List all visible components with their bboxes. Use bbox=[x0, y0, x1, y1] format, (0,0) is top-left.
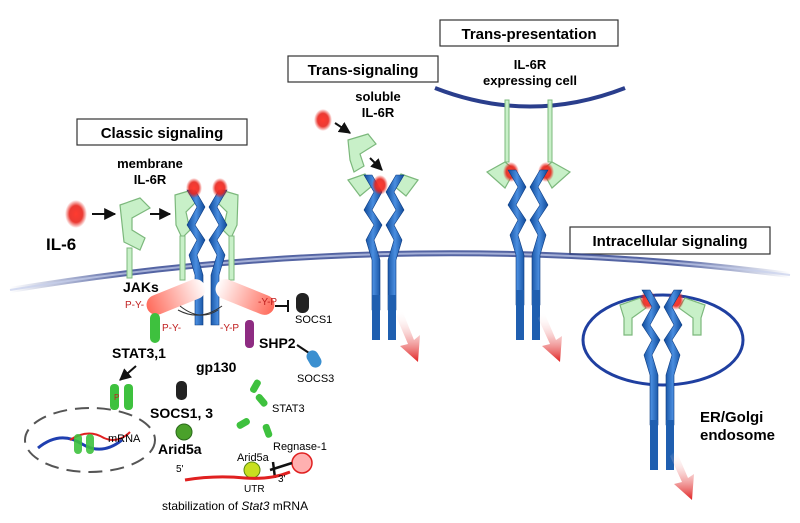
socs13-label: SOCS1, 3 bbox=[150, 405, 213, 421]
membrane-label-1: membrane bbox=[117, 156, 183, 171]
heading-intracellular: Intracellular signaling bbox=[592, 233, 747, 250]
socs13-protein bbox=[176, 381, 187, 400]
il6-label: IL-6 bbox=[46, 235, 76, 254]
yp-label-shp: -Y-P bbox=[220, 323, 239, 334]
trans-signaling-complex bbox=[347, 173, 419, 340]
socs1-protein bbox=[296, 293, 309, 313]
shp2-protein bbox=[245, 320, 254, 348]
stabilization-caption: stabilization of Stat3 mRNA bbox=[162, 499, 308, 513]
socs1-label: SOCS1 bbox=[295, 314, 332, 326]
trans-presentation-arrow bbox=[538, 312, 562, 362]
nucleus bbox=[24, 407, 156, 473]
endosome-label: endosome bbox=[700, 427, 775, 444]
soluble-label-2: IL-6R bbox=[362, 105, 395, 120]
arid5a-small-label: Arid5a bbox=[237, 452, 270, 464]
stat3-monomers bbox=[236, 379, 273, 438]
yp-label-right: -Y-P bbox=[258, 297, 277, 308]
arrow-to-stat-dimer bbox=[119, 365, 137, 381]
heading-trans-presentation-box: Trans-presentation bbox=[439, 19, 619, 47]
soluble-il6r bbox=[347, 133, 377, 173]
expressing-label-1: IL-6R bbox=[514, 57, 547, 72]
trans-signal-arrow bbox=[396, 310, 420, 362]
stat-ph-1: P bbox=[114, 393, 119, 402]
arid5a-utr bbox=[243, 461, 261, 479]
classic-complex bbox=[174, 178, 239, 326]
soluble-label-1: soluble bbox=[355, 89, 401, 104]
stat-dimer-phospho: P bbox=[110, 384, 133, 410]
py-label-stat: P-Y- bbox=[162, 323, 181, 334]
regnase-protein bbox=[291, 452, 313, 474]
regnase-label: Regnase-1 bbox=[273, 441, 327, 453]
shp2-label: SHP2 bbox=[259, 335, 296, 351]
membrane-il6r bbox=[119, 197, 151, 279]
jak-kinases bbox=[146, 279, 275, 315]
mrna-label: mRNA bbox=[108, 433, 141, 445]
jaks-label: JAKs bbox=[123, 279, 159, 295]
presenting-cell-membrane bbox=[434, 86, 626, 109]
gp130-label: gp130 bbox=[196, 359, 237, 375]
utr-label: UTR bbox=[244, 484, 265, 495]
expressing-label-2: expressing cell bbox=[483, 73, 577, 88]
il6-trans bbox=[314, 109, 332, 131]
heading-classic: Classic signaling bbox=[101, 125, 224, 142]
arid5a-protein bbox=[175, 423, 193, 441]
heading-trans-signaling: Trans-signaling bbox=[308, 62, 419, 79]
socs3-label: SOCS3 bbox=[297, 373, 334, 385]
er-golgi-label: ER/Golgi bbox=[700, 409, 763, 426]
jak-phospho-arrows bbox=[177, 305, 223, 316]
stat31-label: STAT3,1 bbox=[112, 345, 166, 361]
five-prime-label: 5' bbox=[176, 464, 184, 475]
three-prime-label: 3' bbox=[278, 474, 286, 485]
stat3-dimer-top bbox=[150, 313, 160, 343]
heading-classic-box: Classic signaling bbox=[76, 118, 248, 146]
stat3-mrna-strand bbox=[184, 470, 291, 482]
endosome-vesicle bbox=[581, 293, 745, 387]
stat3-label: STAT3 bbox=[272, 403, 305, 415]
py-label-left: P-Y- bbox=[125, 300, 144, 311]
trans-presentation-complex bbox=[485, 99, 572, 340]
intracellular-complex bbox=[619, 289, 706, 470]
il6-ligand bbox=[65, 200, 87, 228]
heading-trans-signaling-box: Trans-signaling bbox=[287, 55, 439, 83]
socs3-protein bbox=[306, 350, 322, 368]
intracellular-arrow bbox=[670, 450, 694, 500]
membrane-label-2: IL-6R bbox=[134, 172, 167, 187]
heading-trans-presentation: Trans-presentation bbox=[461, 26, 596, 43]
heading-intracellular-box: Intracellular signaling bbox=[569, 226, 771, 255]
arid5a-label: Arid5a bbox=[158, 441, 202, 457]
